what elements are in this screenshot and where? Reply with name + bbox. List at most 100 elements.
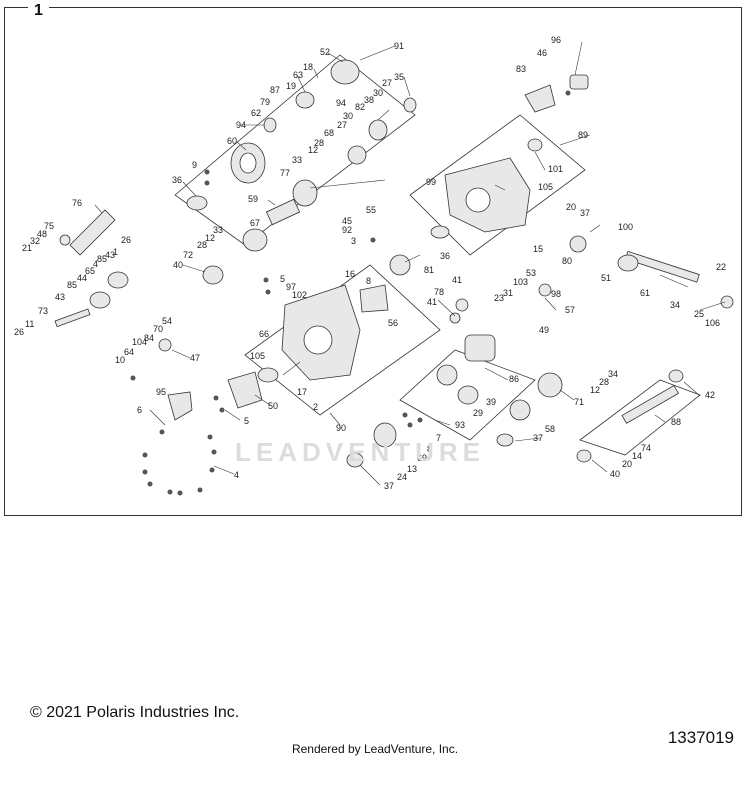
- callout: 23: [494, 293, 504, 303]
- gear-29: [457, 385, 479, 405]
- callout: 10: [115, 355, 125, 365]
- callout: 79: [260, 97, 270, 107]
- fastener: [142, 469, 148, 475]
- callout: 56: [388, 318, 398, 328]
- callout: 50: [268, 401, 278, 411]
- callout: 20: [622, 459, 632, 469]
- differential-housing: [330, 59, 360, 85]
- callout: 97: [286, 282, 296, 292]
- group-outline-88: [579, 379, 701, 456]
- callout: 99: [426, 177, 436, 187]
- callout: 34: [608, 369, 618, 379]
- callout: 64: [124, 347, 134, 357]
- copyright-notice: © 2021 Polaris Industries Inc.: [30, 704, 240, 721]
- callout: 98: [551, 289, 561, 299]
- callout: 86: [509, 374, 519, 384]
- callout: 41: [427, 297, 437, 307]
- gear-71: [537, 372, 563, 398]
- gear-77: [292, 179, 318, 207]
- seal: [186, 195, 208, 211]
- callout: 8: [366, 276, 371, 286]
- washer-41: [449, 312, 461, 324]
- callout: 59: [248, 194, 258, 204]
- callout: 68: [324, 128, 334, 138]
- fastener: [167, 489, 173, 495]
- callout: 22: [716, 262, 726, 272]
- callout: 77: [280, 168, 290, 178]
- callout: 31: [503, 288, 513, 298]
- callout: 70: [153, 324, 163, 334]
- gear-67: [242, 228, 268, 252]
- gear-78: [455, 298, 469, 312]
- callout: 47: [190, 353, 200, 363]
- bearing-39: [436, 364, 458, 386]
- callout: 83: [516, 64, 526, 74]
- knob-70: [158, 338, 172, 352]
- bearing-101: [527, 138, 543, 152]
- callout: 53: [526, 268, 536, 278]
- callout: 71: [574, 397, 584, 407]
- fastener: [407, 422, 413, 428]
- bracket-83: [524, 84, 556, 113]
- callout: 38: [364, 95, 374, 105]
- callout: 15: [533, 244, 543, 254]
- fastener: [209, 467, 215, 473]
- pinion-shaft: [265, 198, 301, 226]
- shaft-88: [621, 384, 680, 424]
- callout: 40: [173, 260, 183, 270]
- callout: 27: [382, 78, 392, 88]
- callout: 92: [342, 225, 352, 235]
- gear-58: [509, 399, 531, 421]
- fastener: [219, 407, 225, 413]
- callout: 69: [417, 453, 427, 463]
- callout: 61: [640, 288, 650, 298]
- diagram-frame: [4, 7, 742, 516]
- ring-gear-hub: [239, 152, 257, 174]
- fastener: [211, 449, 217, 455]
- callout: 26: [14, 327, 24, 337]
- callout: 1: [113, 247, 118, 257]
- fastener: [147, 481, 153, 487]
- callout: 24: [397, 472, 407, 482]
- bearing: [263, 117, 277, 133]
- rendered-by-footer: Rendered by LeadVenture, Inc.: [291, 742, 459, 756]
- fastener: [263, 277, 269, 283]
- case-bore-left: [303, 325, 333, 355]
- bearing-37: [496, 433, 514, 447]
- callout: 52: [320, 47, 330, 57]
- callout: 95: [156, 387, 166, 397]
- callout: 12: [205, 233, 215, 243]
- fastener: [142, 452, 148, 458]
- seal-105: [257, 367, 279, 383]
- callout: 105: [538, 182, 553, 192]
- callout: 100: [618, 222, 633, 232]
- callout: 43: [55, 292, 65, 302]
- fastener: [204, 169, 210, 175]
- callout: 17: [297, 387, 307, 397]
- callout: 102: [292, 290, 307, 300]
- callout: 5: [244, 416, 249, 426]
- callout: 37: [580, 208, 590, 218]
- fastener: [402, 412, 408, 418]
- callout: 3: [351, 236, 356, 246]
- callout: 9: [192, 160, 197, 170]
- callout: 65: [85, 266, 95, 276]
- callout: 87: [270, 85, 280, 95]
- callout: 57: [565, 305, 575, 315]
- callout: 25: [694, 309, 704, 319]
- fastener: [159, 429, 165, 435]
- callout: 34: [670, 300, 680, 310]
- figure-number: 1: [28, 2, 49, 20]
- callout: 76: [72, 198, 82, 208]
- callout: 29: [473, 408, 483, 418]
- callout: 94: [236, 120, 246, 130]
- cluster-gear-86: [464, 334, 496, 362]
- fastener: [177, 490, 183, 496]
- callout: 28: [599, 377, 609, 387]
- callout: 41: [452, 275, 462, 285]
- bearing-82: [368, 119, 388, 141]
- callout: 8: [427, 444, 432, 454]
- fastener: [213, 395, 219, 401]
- callout: 20: [566, 202, 576, 212]
- callout: 106: [705, 318, 720, 328]
